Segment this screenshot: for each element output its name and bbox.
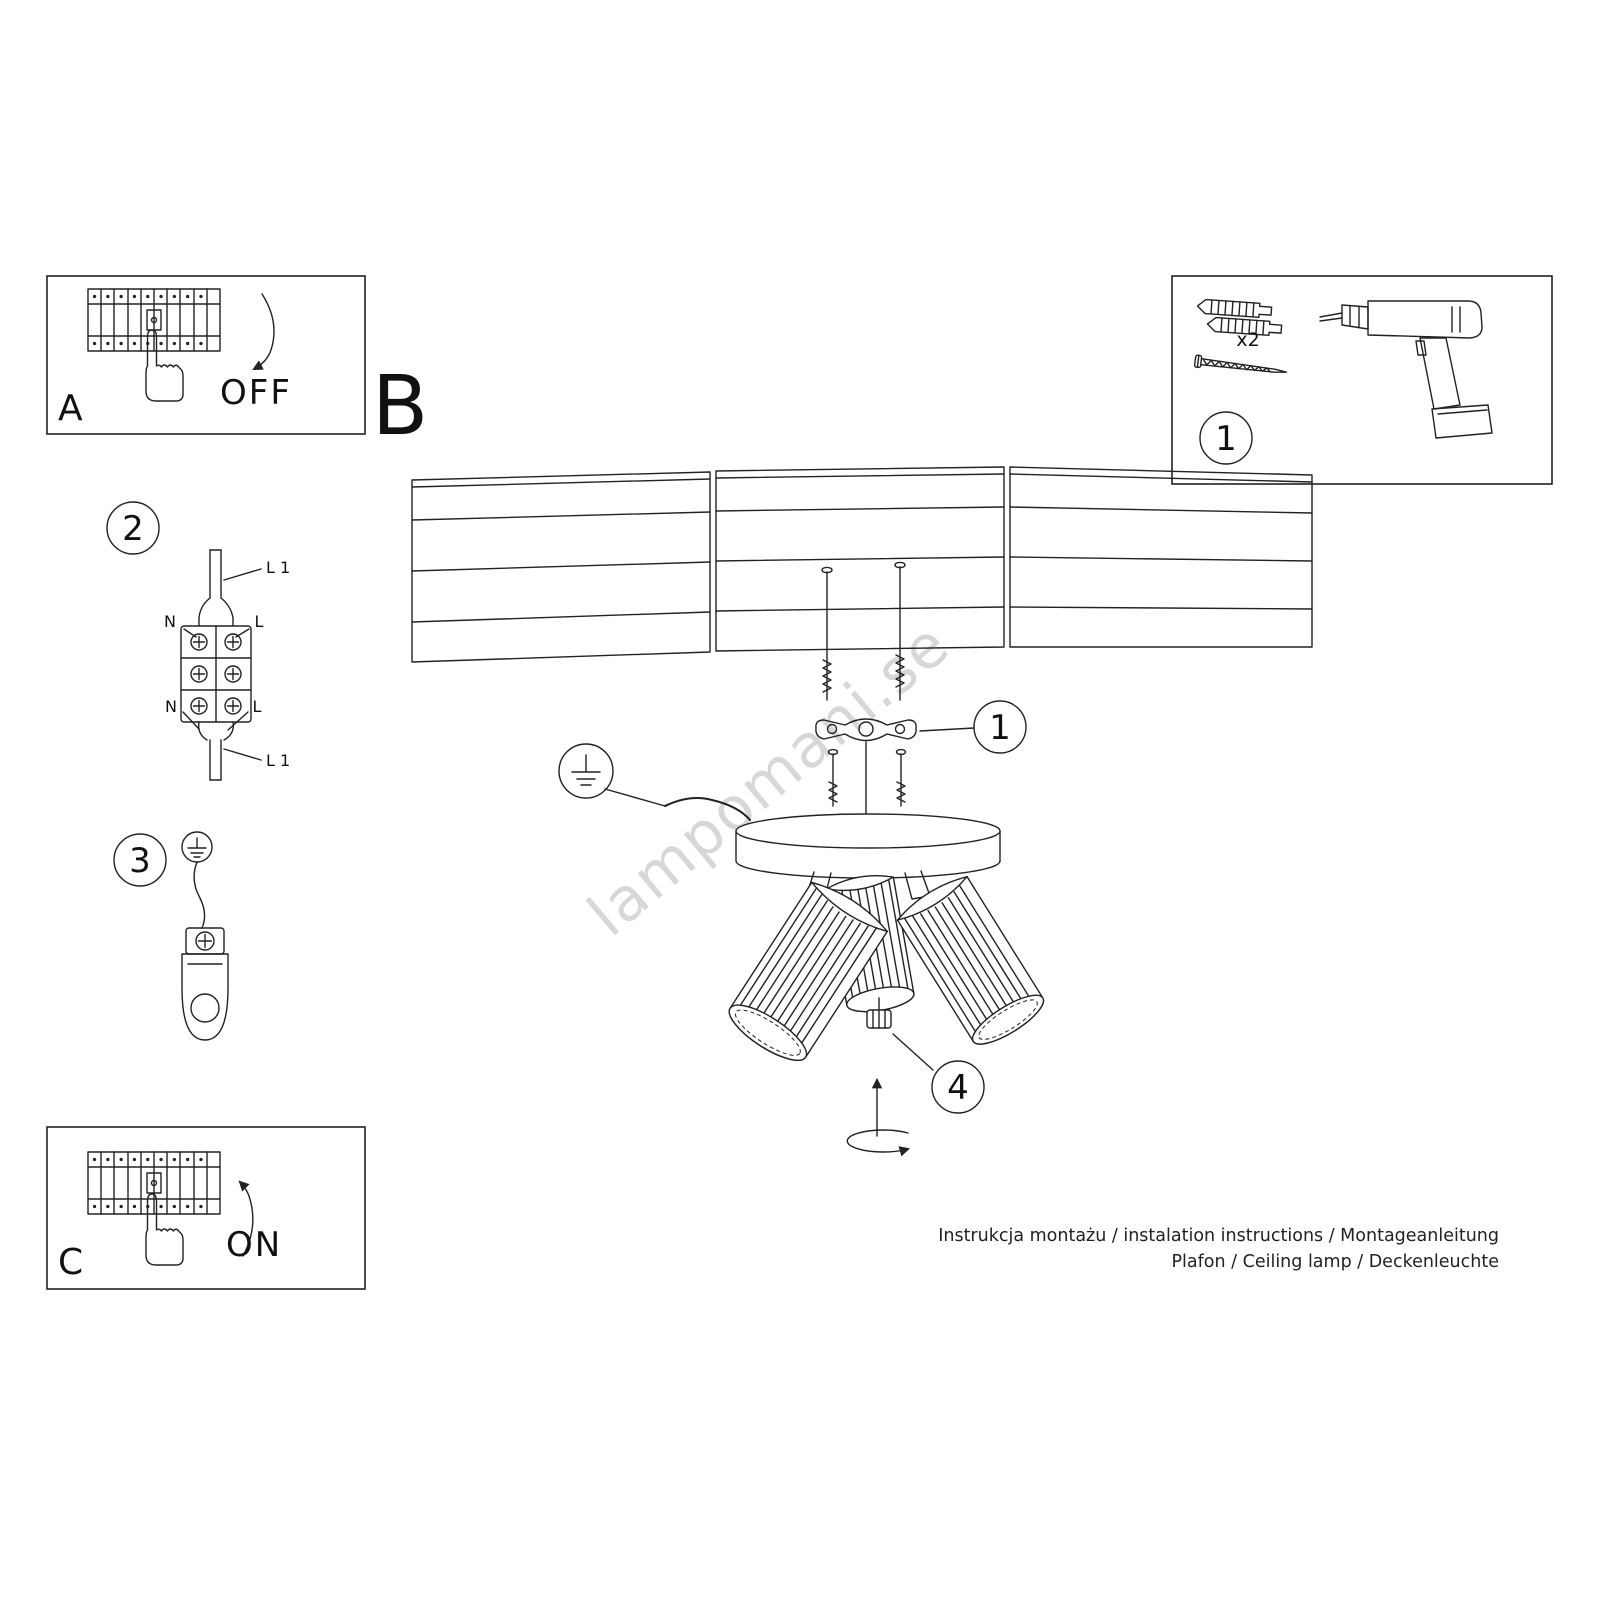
drill-icon: [1319, 300, 1493, 439]
pointing-hand-icon: [145, 1193, 184, 1266]
step-1-leader-line: [919, 727, 975, 732]
supply-wire: [663, 796, 752, 822]
off-arrow-icon: [252, 293, 275, 370]
earth-wire: [193, 861, 206, 929]
rotation-arrow-icon: [846, 1077, 911, 1157]
footer-line-2: Plafon / Ceiling lamp / Deckenleuchte: [1171, 1252, 1499, 1272]
lamp-shade-right: [896, 875, 1045, 1045]
panel-a-border: [46, 275, 366, 435]
on-arrow-icon: [238, 1180, 254, 1257]
parts-box: x2 1: [1171, 275, 1553, 485]
mounting-screws-lower: [827, 741, 907, 819]
lamp-shade-left: [728, 881, 889, 1061]
thumbscrew: [866, 997, 892, 1029]
step-1-number: 1: [1215, 419, 1237, 459]
watermark: lampomani.se: [575, 609, 963, 950]
footer-line-1: Instrukcja montażu / instalation instruc…: [938, 1226, 1499, 1246]
on-label: ON: [226, 1225, 282, 1265]
mounting-screws-upper: [821, 561, 906, 701]
mounting-bracket: [815, 718, 917, 742]
step-1-circle: [1199, 411, 1253, 465]
breaker-panel-icon: [86, 1150, 222, 1216]
section-b-label: B: [372, 359, 428, 454]
section-a-label: A: [58, 388, 83, 429]
step-1-number: 1: [989, 708, 1011, 748]
panel-c-border: [46, 1126, 366, 1290]
wire-label-l-top: L: [255, 612, 264, 631]
wire-label-l-bottom: L: [253, 697, 262, 716]
terminal-screws: [190, 633, 242, 715]
off-label: OFF: [220, 373, 292, 413]
step-2-number: 2: [122, 509, 144, 549]
ceiling-panels: [411, 466, 1313, 663]
panel-c-power-on: ON C: [46, 1126, 366, 1290]
step-4-leader-line: [892, 1033, 934, 1071]
step-1-circle: [973, 700, 1027, 754]
earth-clamp-icon: [181, 927, 229, 1041]
wire-label-n-bottom: N: [165, 697, 177, 716]
wire-label-l1-top: L 1: [266, 558, 290, 577]
screw-icon: [1193, 354, 1288, 373]
wiring-diagram: 2 L 1 N L N: [106, 501, 290, 781]
earth-clamp-diagram: 3: [113, 831, 229, 1041]
earth-symbol-icon: [181, 831, 213, 863]
wire-label-n-top: N: [164, 612, 176, 631]
step-3-number: 3: [129, 841, 151, 881]
step-2-circle: [106, 501, 160, 555]
wire-label-l1-bottom: L 1: [266, 751, 290, 770]
step-4-number: 4: [947, 1068, 969, 1108]
section-c-label: C: [58, 1242, 83, 1283]
earth-symbol-icon: [558, 743, 614, 799]
step-3-circle: [113, 833, 167, 887]
step-4-circle: [931, 1060, 985, 1114]
wall-plug-icon: [1196, 298, 1273, 319]
pointing-hand-icon: [145, 329, 184, 402]
breaker-panel-icon: [86, 287, 222, 353]
earth-leader-line: [604, 788, 666, 807]
parts-box-border: [1171, 275, 1553, 485]
dowel-quantity-label: x2: [1236, 329, 1259, 351]
panel-a-power-off: OFF A: [46, 275, 366, 435]
